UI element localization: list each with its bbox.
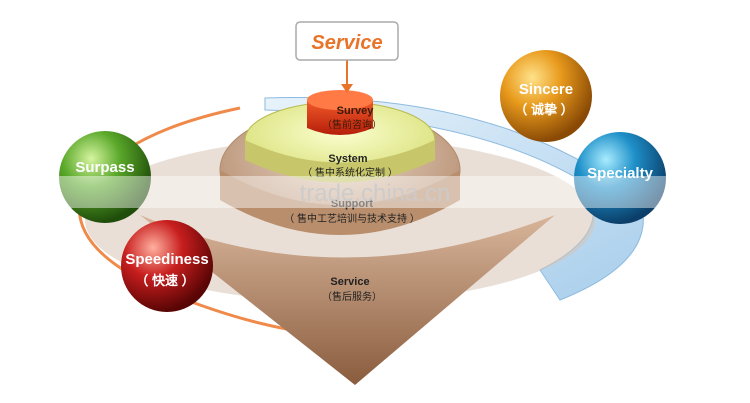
sphere-speediness-sublabel: （ 快速 ）	[135, 273, 194, 288]
outer-blue-band	[264, 97, 644, 301]
sphere-speediness: Speediness （ 快速 ）	[121, 220, 213, 312]
sphere-speediness-label: Speediness	[125, 251, 208, 268]
layer-survey-subtitle: （售前咨询）	[322, 118, 382, 131]
sphere-surpass: Surpass	[59, 131, 151, 223]
system-disc-side	[245, 140, 435, 183]
watermark-text: trade.china.cn	[300, 180, 451, 207]
layer-support-subtitle: （ 售中工艺培训与技术支持 ）	[284, 212, 420, 225]
cone	[140, 215, 555, 385]
survey-cylinder-top	[307, 90, 373, 110]
watermark-band	[0, 176, 750, 208]
callout-arrowhead	[341, 84, 353, 93]
sphere-sincere: Sincere （ 诚挚 ）	[500, 50, 592, 142]
survey-cylinder-side	[307, 100, 373, 135]
layer-system-subtitle: （ 售中系统化定制 ）	[302, 166, 398, 179]
sphere-specialty: Specialty	[574, 132, 666, 224]
layer-support-title: Support	[331, 198, 373, 210]
sphere-surpass-label: Surpass	[75, 159, 134, 176]
outer-orange-ring	[77, 106, 331, 337]
support-disc-side	[220, 170, 460, 235]
layer-service-subtitle: （售后服务）	[322, 290, 382, 303]
callout-label: Service	[311, 32, 382, 54]
sphere-specialty-label: Specialty	[587, 165, 654, 182]
sphere-sincere-label: Sincere	[519, 81, 573, 98]
layer-system-title: System	[328, 153, 367, 165]
layer-survey-title: Survey	[337, 105, 375, 117]
sphere-sincere-sublabel: （ 诚挚 ）	[514, 102, 573, 117]
layer-service-title: Service	[330, 276, 369, 288]
callout-box	[295, 21, 399, 61]
